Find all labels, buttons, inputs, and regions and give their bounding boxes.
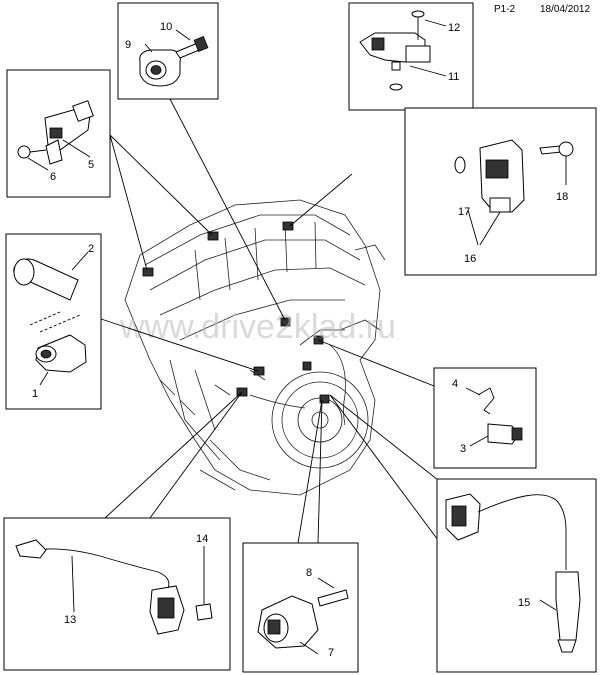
box-oxygen-sensor-rear: 13 14 bbox=[3, 517, 231, 671]
watermark: www.drive2klad.ru bbox=[119, 308, 396, 346]
box-map-sensor: 12 11 bbox=[348, 2, 474, 111]
callout-5: 5 bbox=[88, 159, 94, 171]
callout-2: 2 bbox=[88, 243, 94, 255]
box-oil-pressure-switch: 2 1 bbox=[5, 233, 102, 410]
callout-8: 8 bbox=[306, 567, 312, 579]
callout-14: 14 bbox=[196, 533, 208, 545]
callout-11: 11 bbox=[448, 71, 459, 83]
callout-4: 4 bbox=[452, 378, 458, 390]
page-reference: P1-2 bbox=[494, 4, 516, 15]
callout-3: 3 bbox=[460, 443, 466, 455]
box-crankshaft-sensor: 8 7 bbox=[242, 542, 359, 673]
leader-lines bbox=[91, 98, 439, 544]
box-oxygen-sensor-front: 15 bbox=[436, 478, 597, 673]
page-date: 18/04/2012 bbox=[540, 4, 591, 15]
box-temperature-sensor: 4 3 bbox=[433, 367, 537, 469]
callout-15: 15 bbox=[518, 597, 530, 609]
box-knock-sensor: 9 10 bbox=[117, 2, 219, 100]
box-fuel-pressure-sensor: 17 16 18 bbox=[404, 107, 597, 276]
callout-18: 18 bbox=[556, 191, 568, 203]
engine-illustration bbox=[124, 199, 386, 496]
callout-17: 17 bbox=[458, 206, 470, 218]
callout-13: 13 bbox=[64, 614, 76, 626]
callout-9: 9 bbox=[125, 39, 131, 51]
box-camshaft-sensor: 5 6 bbox=[6, 69, 111, 198]
callout-7: 7 bbox=[328, 647, 334, 659]
callout-16: 16 bbox=[464, 253, 476, 265]
callout-6: 6 bbox=[50, 171, 56, 183]
callout-12: 12 bbox=[448, 22, 460, 34]
callout-10: 10 bbox=[160, 21, 172, 33]
callout-1: 1 bbox=[32, 388, 38, 400]
